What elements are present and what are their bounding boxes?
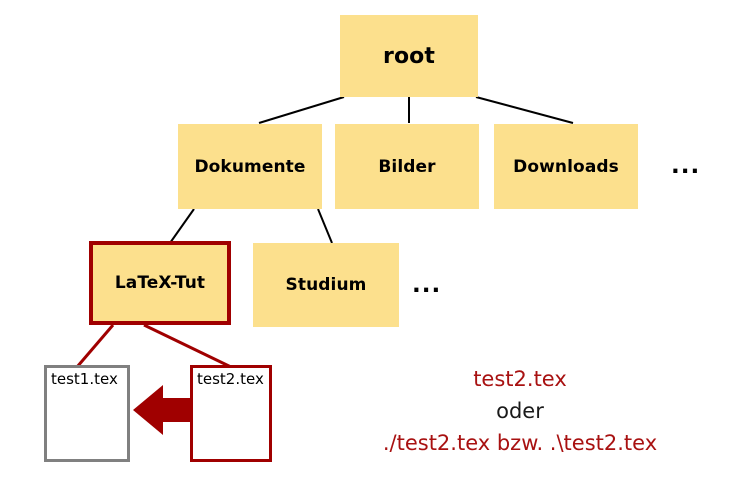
node-latex-tut[interactable]: LaTeX-Tut bbox=[89, 241, 231, 325]
edge-root-dokumente bbox=[258, 96, 345, 124]
annotation-line-2: oder bbox=[496, 399, 544, 423]
left-arrow-icon bbox=[133, 385, 192, 435]
node-dokumente[interactable]: Dokumente bbox=[178, 124, 322, 209]
path-annotation: test2.tex oder ./test2.tex bzw. .\test2.… bbox=[360, 363, 680, 459]
node-root-label: root bbox=[383, 43, 435, 69]
ellipsis-level3: ... bbox=[412, 272, 442, 298]
ellipsis-level2: ... bbox=[671, 153, 701, 179]
node-downloads[interactable]: Downloads bbox=[494, 124, 638, 209]
edge-latextut-test1 bbox=[75, 324, 115, 368]
edge-root-downloads bbox=[475, 96, 574, 124]
node-test2-file[interactable]: test2.tex bbox=[190, 365, 272, 462]
node-studium-label: Studium bbox=[285, 275, 367, 295]
edge-latextut-test2 bbox=[143, 323, 232, 369]
node-downloads-label: Downloads bbox=[513, 156, 619, 177]
node-studium[interactable]: Studium bbox=[253, 243, 399, 327]
annotation-line-3: ./test2.tex bzw. .\test2.tex bbox=[382, 431, 658, 455]
node-bilder[interactable]: Bilder bbox=[335, 124, 479, 209]
node-latex-tut-label: LaTeX-Tut bbox=[114, 273, 206, 293]
node-test1-label: test1.tex bbox=[51, 370, 118, 388]
annotation-line-1: test2.tex bbox=[473, 367, 567, 391]
node-root[interactable]: root bbox=[340, 15, 478, 97]
node-bilder-label: Bilder bbox=[378, 156, 436, 177]
node-test2-label: test2.tex bbox=[197, 370, 264, 388]
node-dokumente-label: Dokumente bbox=[194, 156, 306, 177]
node-test1-file[interactable]: test1.tex bbox=[44, 365, 130, 462]
edge-dokumente-latextut bbox=[169, 208, 195, 244]
edge-dokumente-studium bbox=[317, 208, 333, 244]
